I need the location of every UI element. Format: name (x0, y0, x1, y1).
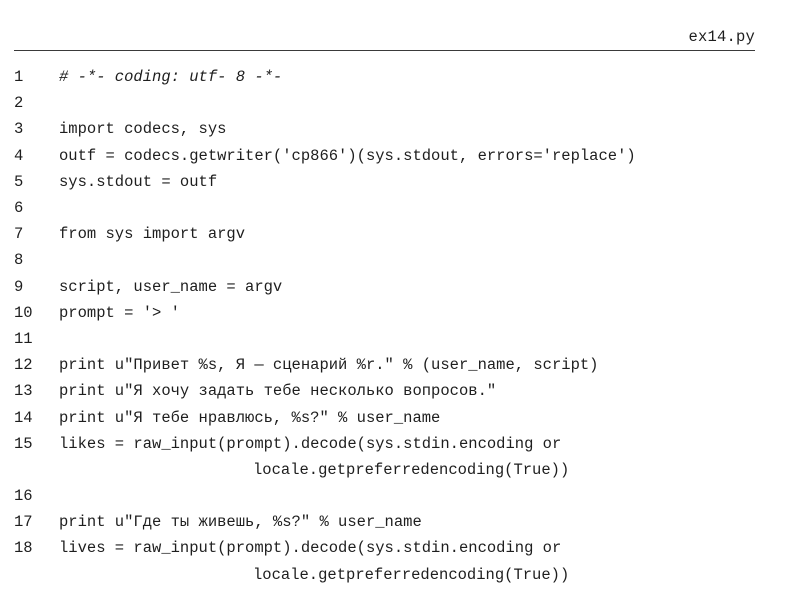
code-text: locale.getpreferredencoding(True)) (253, 565, 570, 584)
line-number: 17 (14, 513, 33, 532)
file-header: ex14.py (14, 26, 755, 51)
code-line: 4 outf = codecs.getwriter('cp866')(sys.s… (0, 143, 807, 169)
code-line: 5 sys.stdout = outf (0, 169, 807, 195)
code-line: 8 (0, 247, 807, 273)
code-line: 11 (0, 326, 807, 352)
line-number: 3 (14, 120, 24, 139)
code-line: 3 import codecs, sys (0, 116, 807, 142)
code-line: 6 (0, 195, 807, 221)
line-number: 6 (14, 199, 24, 218)
code-text: lives = raw_input(prompt).decode(sys.std… (59, 539, 562, 558)
line-number: 4 (14, 146, 24, 165)
code-text: print u"Привет %s, Я — сценарий %r." % (… (59, 356, 599, 375)
code-line: 14 print u"Я тебе нравлюсь, %s?" % user_… (0, 404, 807, 430)
line-number: 16 (14, 487, 33, 506)
code-text: outf = codecs.getwriter('cp866')(sys.std… (59, 146, 636, 165)
code-text: script, user_name = argv (59, 277, 283, 296)
code-line: 10 prompt = '> ' (0, 300, 807, 326)
line-number: 11 (14, 329, 33, 348)
line-number: 1 (14, 68, 24, 87)
code-text: print u"Где ты живешь, %s?" % user_name (59, 513, 422, 532)
line-number: 13 (14, 382, 33, 401)
code-text: print u"Я хочу задать тебе несколько воп… (59, 382, 497, 401)
line-number: 12 (14, 356, 33, 375)
code-line: 12 print u"Привет %s, Я — сценарий %r." … (0, 352, 807, 378)
code-text: likes = raw_input(prompt).decode(sys.std… (59, 434, 562, 453)
code-text: sys.stdout = outf (59, 172, 218, 191)
line-number: 7 (14, 225, 24, 244)
code-line: 2 (0, 90, 807, 116)
line-number: 10 (14, 303, 33, 322)
code-text: from sys import argv (59, 225, 246, 244)
line-number: 15 (14, 434, 33, 453)
code-comment: # -*- coding: utf- 8 -*- (59, 68, 283, 87)
line-number: 18 (14, 539, 33, 558)
code-text: import codecs, sys (59, 120, 227, 139)
code-line: 17 print u"Где ты живешь, %s?" % user_na… (0, 509, 807, 535)
line-number: 9 (14, 277, 24, 296)
code-text: locale.getpreferredencoding(True)) (253, 460, 570, 479)
line-number: 14 (14, 408, 33, 427)
code-line: 9 script, user_name = argv (0, 274, 807, 300)
code-line: 1 # -*- coding: utf- 8 -*- (0, 64, 807, 90)
code-line: 15 likes = raw_input(prompt).decode(sys.… (0, 431, 807, 457)
code-line-continuation: locale.getpreferredencoding(True)) (0, 562, 807, 588)
code-listing: 1 # -*- coding: utf- 8 -*- 2 3 import co… (0, 64, 807, 588)
code-line: 7 from sys import argv (0, 221, 807, 247)
code-text: print u"Я тебе нравлюсь, %s?" % user_nam… (59, 408, 441, 427)
line-number: 5 (14, 172, 24, 191)
line-number: 2 (14, 94, 24, 113)
line-number: 8 (14, 251, 24, 270)
code-line: 13 print u"Я хочу задать тебе несколько … (0, 378, 807, 404)
code-line: 18 lives = raw_input(prompt).decode(sys.… (0, 535, 807, 561)
code-line-continuation: locale.getpreferredencoding(True)) (0, 457, 807, 483)
code-line: 16 (0, 483, 807, 509)
file-name: ex14.py (688, 28, 755, 46)
code-text: prompt = '> ' (59, 303, 180, 322)
